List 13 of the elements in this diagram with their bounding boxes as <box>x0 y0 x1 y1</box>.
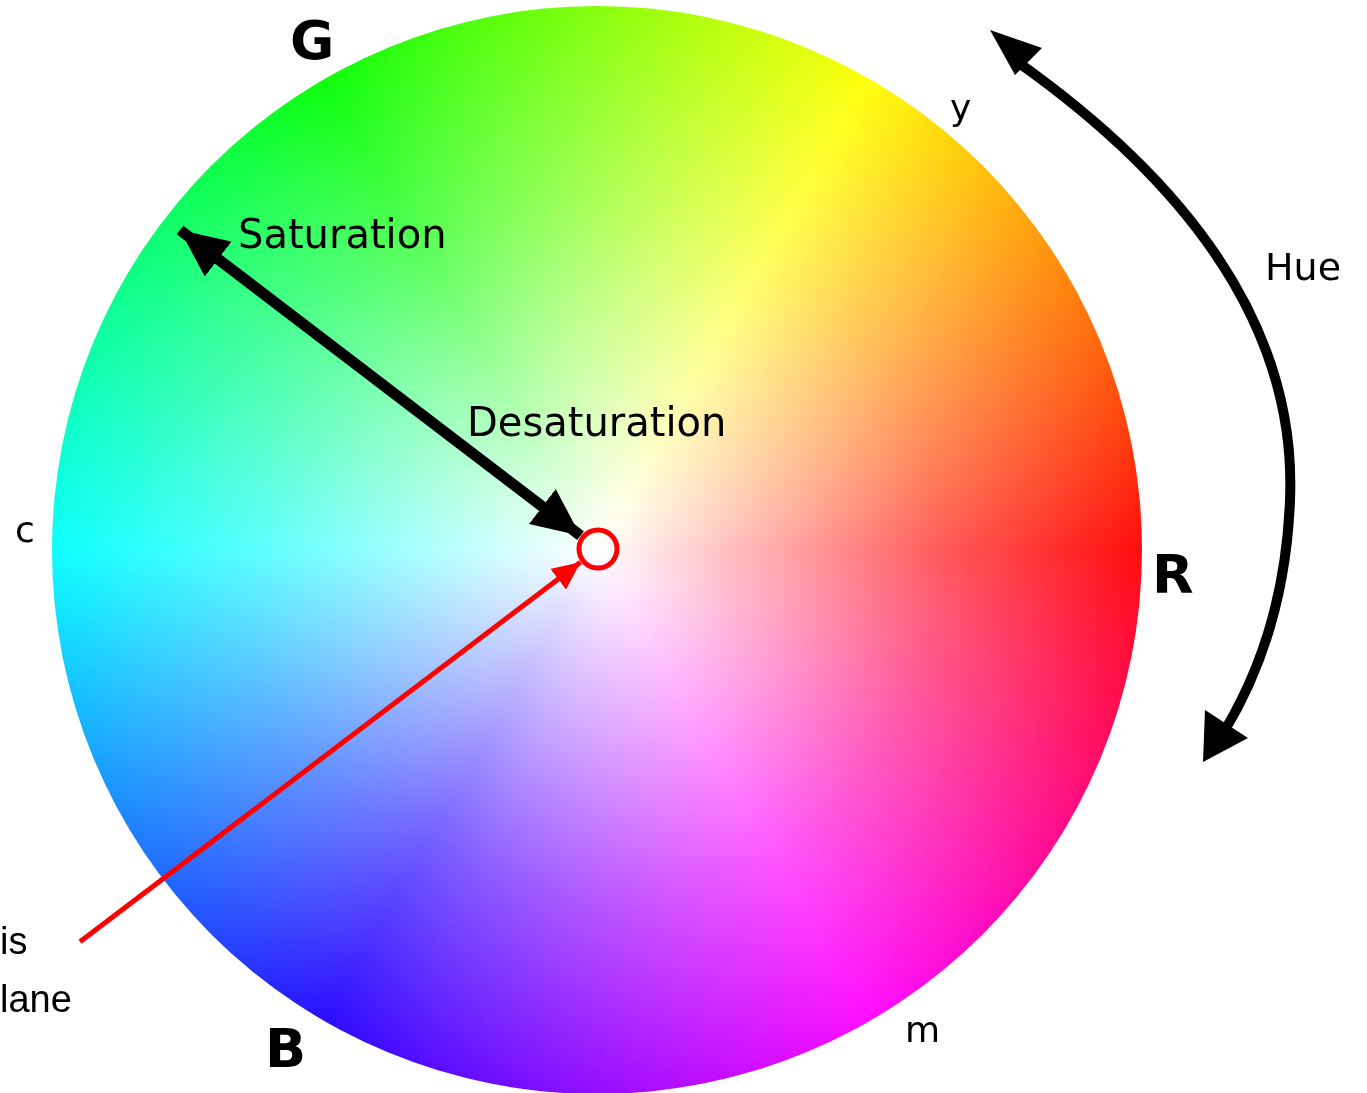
double-arrow <box>176 225 584 541</box>
leader-arrow <box>78 560 582 944</box>
channel-letter: G <box>290 14 335 68</box>
axis-label: is lane <box>0 912 80 1032</box>
arrow-label: Hue <box>1265 248 1342 286</box>
channel-letter: R <box>1152 548 1194 602</box>
arrow-label: Saturation <box>238 214 447 254</box>
channel-letter: y <box>950 90 972 126</box>
arrow-label: Desaturation <box>467 402 727 442</box>
channel-letter: m <box>905 1012 941 1048</box>
target-circle <box>576 527 620 571</box>
channel-letter: c <box>15 512 35 548</box>
channel-letter: B <box>265 1022 307 1076</box>
